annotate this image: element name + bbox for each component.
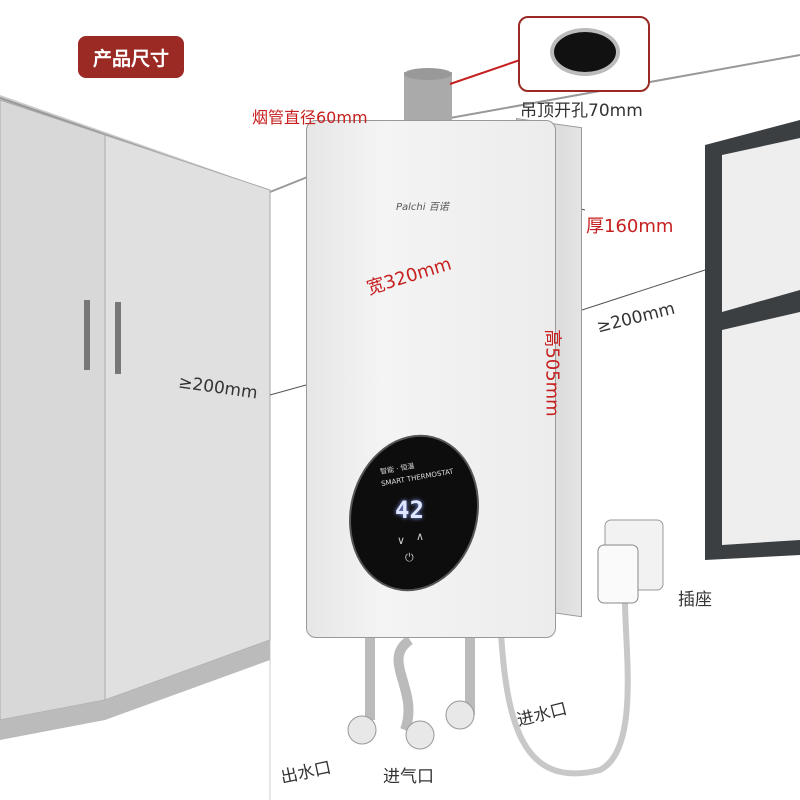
power-button[interactable]: ⏻ <box>405 551 414 564</box>
product-dimensions-tag: 产品尺寸 <box>78 36 184 78</box>
ceiling-hole-illustration <box>518 16 650 92</box>
temperature-display: 42 <box>395 496 424 524</box>
gas-inlet-label: 进气口 <box>383 767 434 787</box>
flue-diameter-label: 烟管直径60mm <box>252 108 368 127</box>
up-button[interactable]: ∧ <box>416 530 425 543</box>
height-label: 高505mm <box>541 329 563 417</box>
ceiling-hole-label: 吊顶开孔70mm <box>520 101 643 121</box>
ceiling-hole-icon <box>550 28 620 76</box>
down-button[interactable]: ∨ <box>397 534 406 547</box>
brand-logo: Palchi 百诺 <box>396 202 449 213</box>
socket-label: 插座 <box>678 590 712 610</box>
thickness-label: 厚160mm <box>586 216 674 237</box>
